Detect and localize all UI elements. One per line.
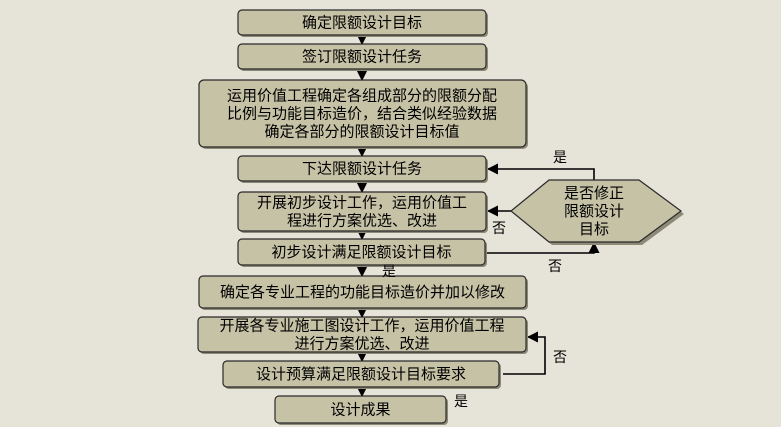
edge-labels: 是 否 否 是 否 是 [382,150,567,410]
node-n3-text: 运用价值工程确定各组成部分的限额分配比例与功能目标造价，结合类似经验数据确定各部… [227,87,497,141]
node-n6: 初步设计满足限额设计目标 [237,238,487,267]
n4-line-1: 下达限额设计任务 [302,160,422,178]
label-yes-n6-n7: 是 [382,264,396,280]
n5-line-1: 开展初步设计工作，运用价值工 [257,194,467,212]
label-no-d1-n5: 否 [492,221,506,237]
node-n4: 下达限额设计任务 [237,155,488,183]
node-n8-text: 开展各专业施工图设计工作，运用价值工程进行方案优选、改进 [219,317,504,353]
n6-line-1: 初步设计满足限额设计目标 [271,243,451,261]
node-n1: 确定限额设计目标 [237,9,488,37]
node-n9-text: 设计预算满足限额设计目标要求 [256,365,466,383]
node-n7: 确定各专业工程的功能目标造价并加以修改 [198,275,528,310]
n8-line-2: 进行方案优选、改进 [294,335,429,353]
node-n9: 设计预算满足限额设计目标要求 [222,360,501,389]
n9-line-1: 设计预算满足限额设计目标要求 [256,365,466,383]
node-n1-text: 确定限额设计目标 [302,14,422,32]
node-d1-decision: 是否修正限额设计目标 [510,179,684,245]
n7-line-1: 确定各专业工程的功能目标造价并加以修改 [220,283,505,301]
node-n5-text: 开展初步设计工作，运用价值工程进行方案优选、改进 [257,194,467,230]
label-no-n9-n8: 否 [553,350,567,366]
node-n6-text: 初步设计满足限额设计目标 [271,243,451,261]
node-n10-text: 设计成果 [330,401,390,419]
d1-line-2: 限额设计 [564,202,624,220]
edge-d1-n4-yes [486,163,595,182]
node-d1-text: 是否修正限额设计目标 [564,184,624,238]
edge-n9-n8-no [503,331,546,375]
node-n10: 设计成果 [274,395,448,425]
label-yes-n9-n10: 是 [454,394,468,410]
node-n4-text: 下达限额设计任务 [302,160,422,178]
n3-line-3: 确定各部分的限额设计目标值 [264,123,459,141]
node-n7-text: 确定各专业工程的功能目标造价并加以修改 [220,283,505,301]
node-n2: 签订限额设计任务 [237,43,488,71]
label-no-n6-d1: 否 [548,259,562,275]
d1-line-1: 是否修正 [564,184,624,202]
n2-line-1: 签订限额设计任务 [302,48,422,66]
node-n8: 开展各专业施工图设计工作，运用价值工程进行方案优选、改进 [197,316,528,354]
n3-line-1: 运用价值工程确定各组成部分的限额分配 [227,87,497,105]
n8-line-1: 开展各专业施工图设计工作，运用价值工程 [219,317,504,335]
node-n5: 开展初步设计工作，运用价值工程进行方案优选、改进 [237,191,488,233]
n5-line-2: 程进行方案优选、改进 [287,212,437,230]
label-yes-d1-n4: 是 [553,150,567,166]
node-n2-text: 签订限额设计任务 [302,48,422,66]
node-n3: 运用价值工程确定各组成部分的限额分配比例与功能目标造价，结合类似经验数据确定各部… [198,79,528,149]
n3-line-2: 比例与功能目标造价，结合类似经验数据 [227,105,497,123]
n10-line-1: 设计成果 [330,401,390,419]
d1-line-3: 目标 [579,220,609,238]
edge-n6-d1-no [487,241,600,254]
n1-line-1: 确定限额设计目标 [302,14,422,32]
